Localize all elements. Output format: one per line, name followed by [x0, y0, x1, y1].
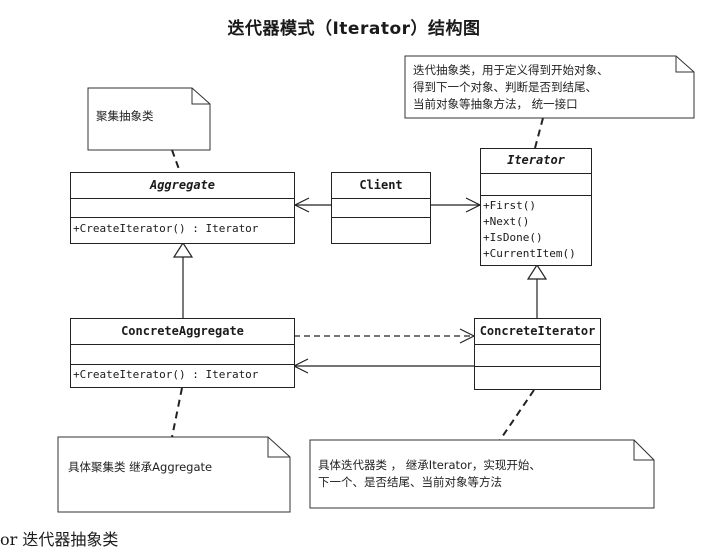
diagram-title: 迭代器模式（Iterator）结构图 [227, 19, 481, 39]
association-iterator-aggregate [292, 358, 474, 374]
class-client-name: Client [332, 173, 430, 199]
class-concrete-aggregate-name: ConcreteAggregate [71, 319, 294, 345]
note-concrete-iterator-line: 具体迭代器类 ， 继承Iterator，实现开始、 [318, 458, 541, 472]
note-anchor-concrete-aggregate [171, 387, 183, 438]
inheritance-iterator [526, 263, 548, 318]
class-client-attributes [332, 199, 430, 218]
note-iterator-line: 迭代抽象类，用于定义得到开始对象、 [413, 63, 609, 77]
class-concrete-iterator-attributes [475, 345, 600, 367]
association-client-iterator [431, 197, 482, 213]
class-iterator-attributes [481, 174, 591, 196]
operation: +CreateIterator() : Iterator [73, 368, 259, 381]
note-aggregate-shape [87, 87, 211, 151]
class-aggregate: Aggregate +CreateIterator() : Iterator [70, 172, 295, 244]
note-anchor-aggregate [171, 149, 181, 173]
class-concrete-aggregate: ConcreteAggregate +CreateIterator() : It… [70, 318, 295, 388]
note-iterator: 迭代抽象类，用于定义得到开始对象、 得到下一个对象、判断是否到结尾、 当前对象等… [413, 62, 609, 113]
class-client: Client [331, 172, 431, 244]
operation: +IsDone() [483, 231, 543, 244]
operation: +Next() [483, 215, 530, 228]
note-concrete-iterator-shape [309, 439, 655, 509]
class-concrete-aggregate-attributes [71, 345, 294, 365]
note-aggregate-line: 聚集抽象类 [96, 109, 154, 123]
dependency-create-iterator [294, 328, 476, 344]
class-aggregate-attributes [71, 199, 294, 218]
class-iterator-operations: +First() +Next() +IsDone() +CurrentItem(… [481, 196, 591, 262]
class-concrete-iterator: ConcreteIterator [474, 318, 601, 390]
class-iterator: Iterator +First() +Next() +IsDone() +Cur… [480, 148, 592, 266]
note-concrete-aggregate: 具体聚集类 继承Aggregate [68, 459, 212, 476]
note-iterator-shape [404, 55, 695, 119]
class-concrete-iterator-name: ConcreteIterator [475, 319, 600, 345]
operation: +First() [483, 199, 536, 212]
note-concrete-aggregate-line: 具体聚集类 继承Aggregate [68, 460, 213, 474]
association-client-aggregate [293, 197, 331, 213]
note-anchor-concrete-iterator [499, 389, 535, 441]
operation: +CreateIterator() : Iterator [73, 222, 259, 235]
inheritance-aggregate [172, 241, 194, 318]
class-concrete-aggregate-operations: +CreateIterator() : Iterator [71, 365, 294, 382]
note-anchor-iterator [534, 117, 544, 149]
operation: +CurrentItem() [483, 247, 576, 260]
note-concrete-aggregate-shape [57, 436, 291, 513]
note-iterator-line: 得到下一个对象、判断是否到结尾、 [413, 80, 597, 94]
note-concrete-iterator: 具体迭代器类 ， 继承Iterator，实现开始、 下一个、是否结尾、当前对象等… [318, 457, 541, 491]
note-iterator-line: 当前对象等抽象方法， 统一接口 [413, 97, 578, 111]
note-aggregate: 聚集抽象类 [96, 108, 154, 125]
class-aggregate-operations: +CreateIterator() : Iterator [71, 218, 294, 236]
class-aggregate-name: Aggregate [71, 173, 294, 199]
class-iterator-name: Iterator [481, 149, 591, 174]
footer-caption: or 迭代器抽象类 [0, 530, 119, 549]
note-concrete-iterator-line: 下一个、是否结尾、当前对象等方法 [318, 475, 502, 489]
